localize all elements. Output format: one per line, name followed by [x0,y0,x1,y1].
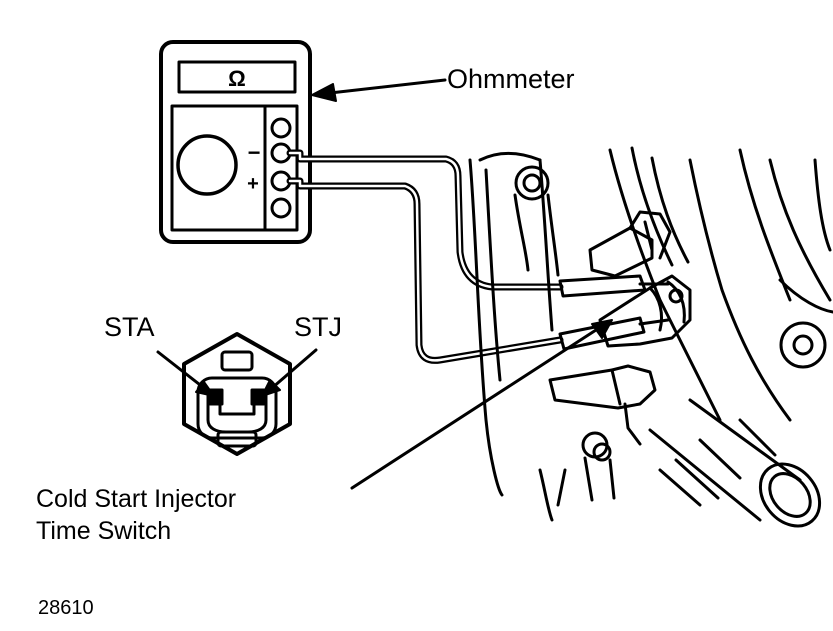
hex-connector [182,332,292,456]
sta-label: STA [104,312,155,342]
ohmmeter-pointer-arrow [311,78,447,102]
stj-label: STJ [294,312,343,342]
dial-knob [176,134,238,196]
sta-arrow [156,350,215,397]
figure-number: 28610 [38,597,94,619]
pin-stj [250,388,266,406]
ohmmeter: Ω − + [159,40,312,244]
terminal-top [270,117,292,139]
terminal-bottom [270,197,292,219]
ohmmeter-display-symbol: Ω [228,66,246,91]
test-lead-plus [286,177,670,364]
stj-arrow [261,348,318,397]
engine-assembly [468,146,833,528]
caption-line-1: Cold Start Injector [36,485,237,513]
plus-sign: + [247,173,259,195]
switch-pointer-line [350,319,613,490]
minus-sign: − [248,140,261,165]
ohmmeter-label: Ohmmeter [447,64,575,94]
caption-line-2: Time Switch [36,517,172,545]
